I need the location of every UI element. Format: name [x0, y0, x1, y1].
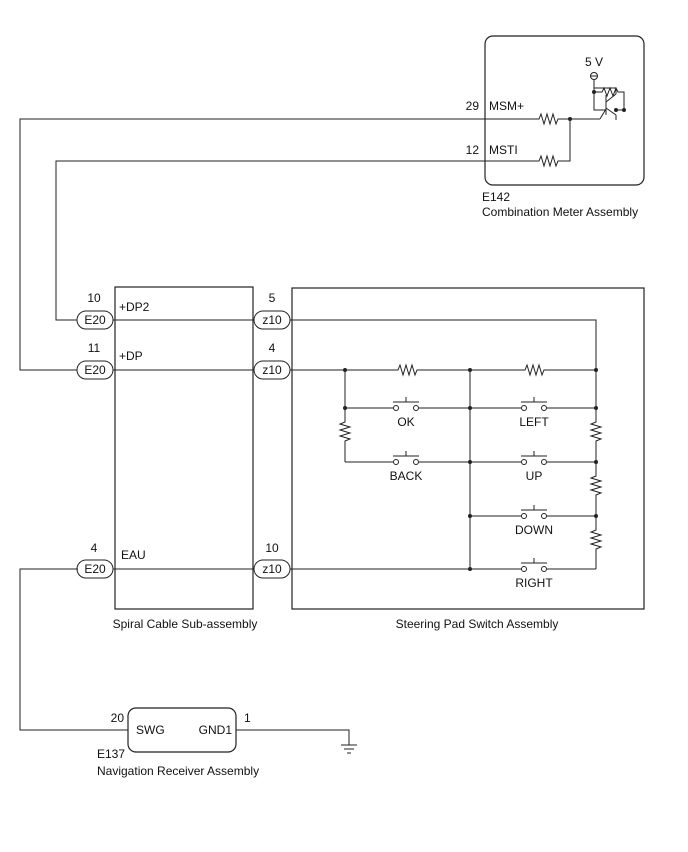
spiral-name: Spiral Cable Sub-assembly	[113, 617, 258, 631]
wire-msti-to-dp2	[55, 160, 485, 321]
nav-pin-label-swg: SWG	[136, 723, 165, 737]
nav-name: Navigation Receiver Assembly	[97, 764, 259, 778]
spiral-pin-label-eau: EAU	[121, 548, 146, 562]
switch-ok-label: OK	[397, 415, 414, 429]
navigation-receiver-assembly: 20 SWG GND1 1 E137 Navigation Receiver A…	[97, 707, 259, 778]
wire-gnd1-to-ground	[236, 729, 350, 745]
connector-z10-10-label: z10	[262, 562, 282, 576]
ground-icon	[341, 744, 357, 754]
connector-e20-dp2-label: E20	[84, 313, 106, 327]
nav-pin-label-gnd1: GND1	[199, 723, 233, 737]
meter-resistor-bias	[594, 86, 625, 111]
wire-eau-to-swg	[19, 568, 128, 731]
steering-name: Steering Pad Switch Assembly	[396, 617, 559, 631]
switch-right-icon	[290, 558, 596, 572]
spiral-pin-number-dp: 11	[88, 341, 101, 355]
meter-box	[484, 35, 645, 186]
switch-down-icon	[470, 505, 596, 519]
switch-up-icon	[470, 451, 596, 465]
meter-code: E142	[482, 190, 510, 204]
switch-ok-icon	[345, 397, 470, 411]
spiral-box	[114, 286, 254, 610]
spiral-pin-number-dp2: 10	[87, 291, 101, 305]
switch-down-label: DOWN	[515, 523, 553, 537]
switch-left-label: LEFT	[519, 415, 549, 429]
meter-resistor-msm	[485, 112, 570, 126]
meter-pin-label-msti: MSTI	[489, 143, 518, 157]
connector-e20-dp2	[76, 310, 114, 330]
steering-pin-number-5: 5	[269, 291, 276, 305]
switch-up-label: UP	[526, 469, 543, 483]
steering-pin-number-4: 4	[269, 341, 276, 355]
steering-pad-switch-assembly: Steering Pad Switch Assembly 5 4 10	[265, 287, 645, 631]
meter-voltage-label: 5 V	[585, 55, 603, 69]
connector-e20-dp-label: E20	[84, 363, 106, 377]
switch-left-icon	[470, 397, 596, 411]
meter-resistor-msti	[485, 119, 571, 168]
meter-pin-number-msm: 29	[466, 99, 480, 113]
spiral-pin-label-dp: +DP	[119, 349, 143, 363]
steering-resistor-left	[338, 370, 352, 462]
spiral-cable-sub-assembly: Spiral Cable Sub-assembly 10 +DP2 11 +DP…	[76, 286, 291, 631]
meter-pin-number-msti: 12	[466, 143, 480, 157]
meter-pin-label-msm: MSM+	[489, 99, 524, 113]
switch-right-label: RIGHT	[515, 576, 553, 590]
wire-msm-to-dp	[19, 118, 485, 371]
spiral-pin-number-eau: 4	[91, 541, 98, 555]
nav-pin-number-swg: 20	[111, 711, 125, 725]
spiral-pin-label-dp2: +DP2	[119, 300, 150, 314]
connector-e20-eau-label: E20	[84, 562, 106, 576]
steering-resistor-top-left	[290, 363, 596, 377]
steering-pin-number-10: 10	[265, 541, 279, 555]
nav-pin-number-gnd1: 1	[244, 711, 251, 725]
connector-e20-dp	[76, 360, 114, 380]
steering-box	[291, 287, 645, 610]
connector-z10-5-label: z10	[262, 313, 282, 327]
switch-back-icon	[345, 451, 470, 465]
steering-resistor-right	[589, 370, 603, 569]
combination-meter-assembly: E142 Combination Meter Assembly 29 MSM+ …	[466, 35, 645, 219]
meter-name: Combination Meter Assembly	[482, 205, 638, 219]
switch-back-label: BACK	[390, 469, 423, 483]
transistor-icon	[594, 87, 617, 120]
nav-code: E137	[97, 747, 125, 761]
connector-z10-4-label: z10	[262, 363, 282, 377]
